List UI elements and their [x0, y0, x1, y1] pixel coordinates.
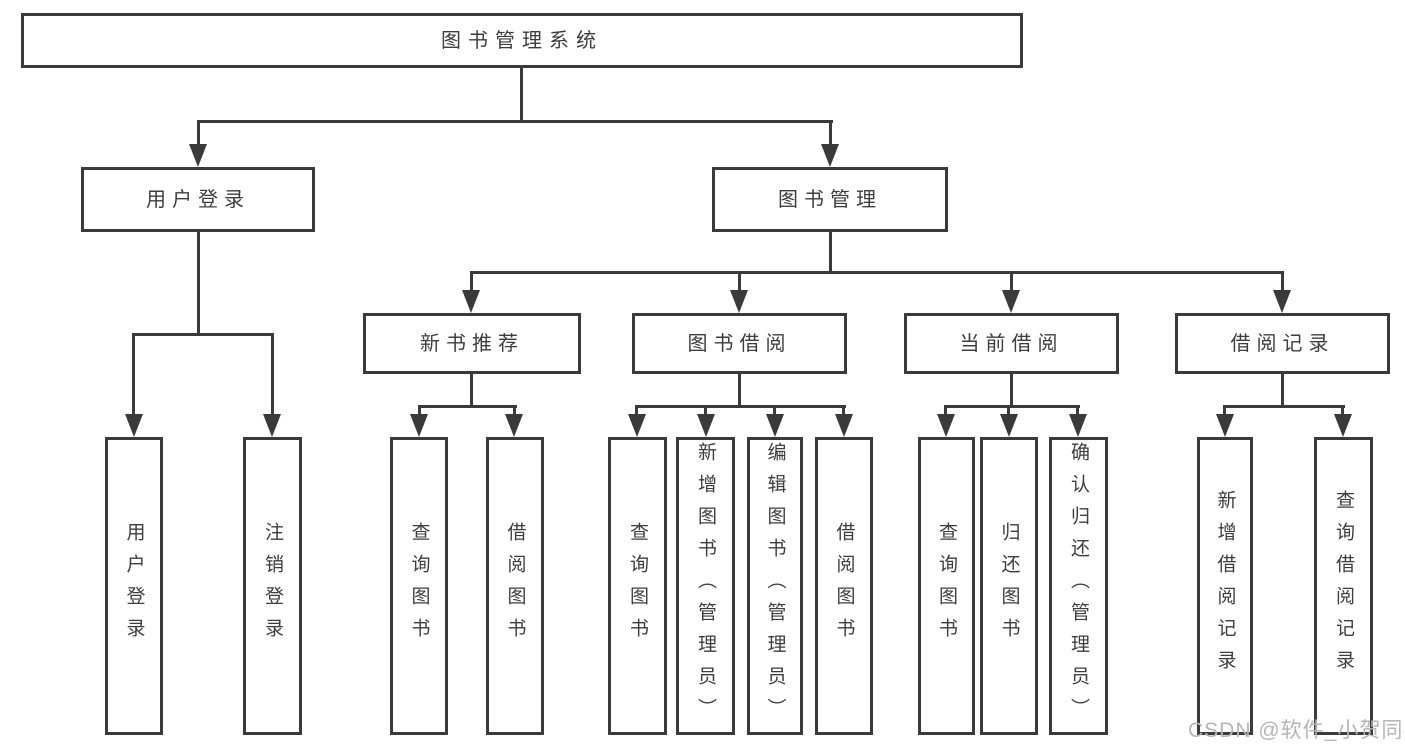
connector-book-borrow-stem: [738, 374, 741, 408]
connector-stub: [1007, 405, 1010, 416]
connector-stub-book-borrow: [738, 271, 741, 292]
node-book-management: 图书管理: [712, 167, 948, 232]
node-book-borrowing: 图书借阅: [632, 313, 847, 374]
leaf-label: 确认归还（管理员）: [1068, 442, 1089, 730]
node-label: 图书借阅: [687, 332, 792, 355]
arrow-down-icon: [462, 290, 480, 313]
arrow-down-icon: [1273, 290, 1291, 313]
arrow-down-icon: [125, 414, 143, 437]
node-label: 新书推荐: [420, 332, 524, 355]
leaf-label: 用户登录: [123, 522, 145, 650]
leaf-add-borrow-record: 新增借阅记录: [1197, 437, 1253, 735]
connector-new-book-branch: [418, 405, 517, 408]
connector-stub: [842, 405, 845, 416]
arrow-down-icon: [937, 414, 955, 437]
connector-stub: [513, 405, 516, 416]
leaf-query-borrow-record: 查询借阅记录: [1314, 437, 1373, 735]
leaf-label: 注销登录: [262, 522, 283, 650]
node-label: 借阅记录: [1230, 332, 1335, 355]
leaf-label: 借阅图书: [833, 522, 855, 650]
connector-book-management-stem: [829, 232, 832, 274]
leaf-query-books-recommend: 查询图书: [390, 437, 448, 735]
connector-stub: [1341, 405, 1344, 416]
leaf-borrow-books-recommend: 借阅图书: [486, 437, 544, 735]
connector-stub-borrow-records: [1281, 271, 1284, 292]
leaf-query-books-borrowing: 查询图书: [608, 437, 667, 735]
node-current-borrowing: 当前借阅: [904, 313, 1119, 374]
connector-borrow-records-branch: [1223, 405, 1345, 408]
arrow-down-icon: [821, 144, 839, 167]
leaf-label: 编辑图书（管理员）: [764, 442, 786, 730]
node-label: 当前借阅: [959, 332, 1064, 355]
leaf-user-login: 用户登录: [105, 437, 163, 735]
connector-book-borrow-branch: [635, 405, 846, 408]
arrow-down-icon: [697, 414, 715, 437]
connector-level2-branch: [470, 271, 1284, 274]
node-new-book-recommend: 新书推荐: [363, 313, 581, 374]
leaf-query-books-current: 查询图书: [918, 437, 975, 735]
connector-stub-leaf-logout: [271, 333, 274, 417]
connector-user-login-stem: [197, 232, 200, 336]
leaf-label: 查询图书: [936, 522, 957, 650]
connector-stub: [418, 405, 421, 416]
connector-current-borrow-stem: [1010, 374, 1013, 408]
node-library-management-system: 图书管理系统: [21, 13, 1023, 68]
connector-current-borrow-branch: [944, 405, 1080, 408]
arrow-down-icon: [1069, 414, 1087, 437]
connector-stub: [1076, 405, 1079, 416]
leaf-label: 归还图书: [998, 522, 1020, 650]
connector-stub: [773, 405, 776, 416]
leaf-label: 查询图书: [627, 522, 648, 650]
arrow-down-icon: [1334, 414, 1352, 437]
node-user-login: 用户登录: [81, 167, 315, 232]
connector-stub: [1223, 405, 1226, 416]
arrow-down-icon: [1000, 414, 1018, 437]
leaf-label: 新增借阅记录: [1214, 490, 1236, 682]
connector-stub-leaf-user-login: [132, 333, 135, 417]
csdn-watermark: CSDN @软件_小贺同学: [1188, 719, 1405, 742]
arrow-down-icon: [835, 414, 853, 437]
leaf-label: 借阅图书: [504, 522, 526, 650]
arrow-down-icon: [1216, 414, 1234, 437]
leaf-logout-login: 注销登录: [243, 437, 302, 735]
leaf-add-book-admin: 新增图书（管理员）: [676, 437, 735, 735]
arrow-down-icon: [628, 414, 646, 437]
connector-stub-book-management: [829, 120, 832, 146]
node-label: 图书管理: [778, 188, 882, 211]
connector-new-book-stem: [470, 374, 473, 408]
arrow-down-icon: [410, 414, 428, 437]
arrow-down-icon: [263, 414, 281, 437]
leaf-label: 查询借阅记录: [1333, 490, 1354, 682]
leaf-edit-book-admin: 编辑图书（管理员）: [747, 437, 803, 735]
node-label: 用户登录: [146, 188, 250, 211]
arrow-down-icon: [1002, 290, 1020, 313]
connector-stub: [635, 405, 638, 416]
leaf-label: 查询图书: [408, 522, 430, 650]
connector-borrow-records-stem: [1281, 374, 1284, 408]
connector-user-login-branch: [132, 333, 274, 336]
leaf-confirm-return-admin: 确认归还（管理员）: [1049, 437, 1108, 735]
arrow-down-icon: [766, 414, 784, 437]
connector-root-stem: [520, 68, 523, 122]
connector-stub: [944, 405, 947, 416]
connector-stub-current-borrow: [1010, 271, 1013, 292]
node-borrowing-records: 借阅记录: [1175, 313, 1390, 374]
arrow-down-icon: [730, 290, 748, 313]
leaf-return-book: 归还图书: [980, 437, 1038, 735]
leaf-borrow-books-borrowing: 借阅图书: [815, 437, 873, 735]
leaf-label: 新增图书（管理员）: [695, 442, 716, 730]
arrow-down-icon: [189, 144, 207, 167]
connector-stub: [704, 405, 707, 416]
connector-level1-branch: [197, 120, 833, 123]
connector-stub-user-login: [197, 120, 200, 146]
node-label: 图书管理系统: [441, 29, 603, 52]
connector-stub-new-book: [470, 271, 473, 292]
arrow-down-icon: [505, 414, 523, 437]
